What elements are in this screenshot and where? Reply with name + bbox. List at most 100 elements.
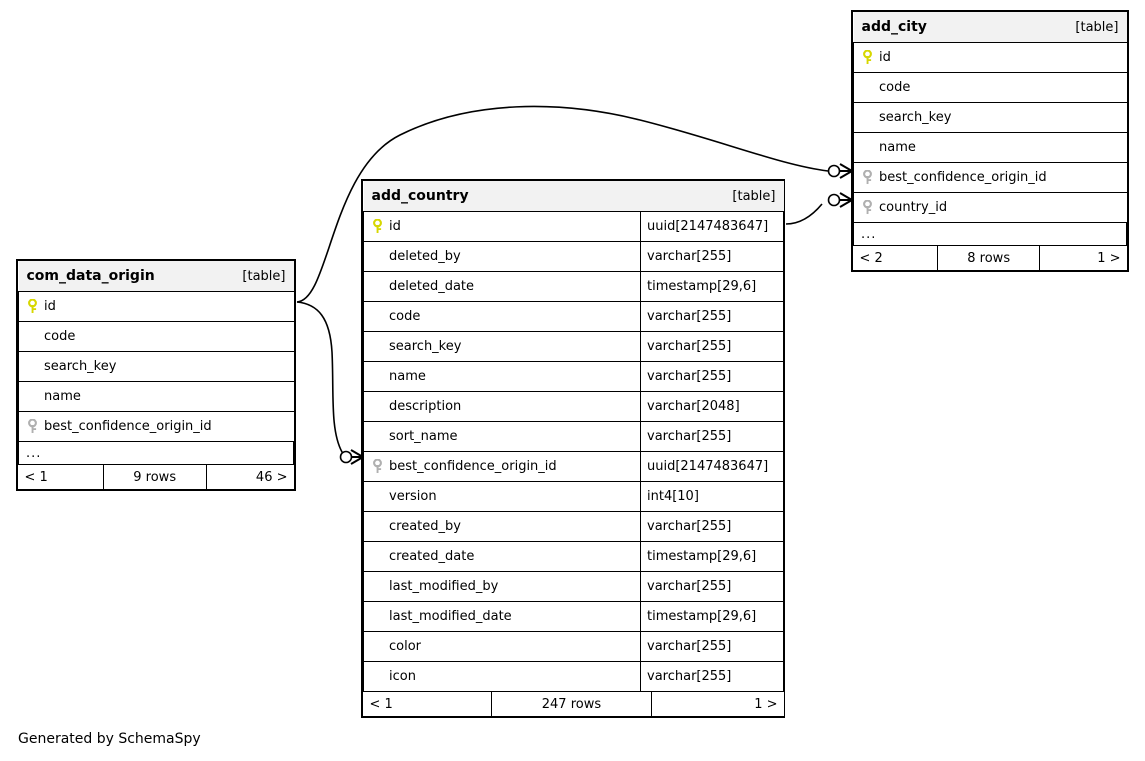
column-name-cell: search_key	[363, 331, 641, 362]
footer-next-page[interactable]: 1 >	[650, 692, 784, 716]
footer-next-page[interactable]: 46 >	[205, 465, 294, 489]
column-name-cell: code	[363, 301, 641, 332]
column-name-label: icon	[389, 669, 416, 684]
table-header-row: com_data_origin [table]	[18, 261, 294, 292]
table-column-row[interactable]: search_key varchar[255]	[363, 331, 784, 362]
table-column-row[interactable]: best_confidence_origin_id	[18, 411, 294, 442]
column-name-label: best_confidence_origin_id	[44, 419, 212, 434]
table-column-row[interactable]: id	[853, 42, 1127, 73]
column-name-label: code	[44, 329, 76, 344]
column-name-cell: code	[853, 72, 1127, 103]
column-name-label: last_modified_date	[389, 609, 512, 624]
column-name-label: search_key	[389, 339, 462, 354]
table-column-row[interactable]: sort_name varchar[255]	[363, 421, 784, 452]
table-header-cell: com_data_origin [table]	[18, 261, 294, 292]
table-column-row[interactable]: best_confidence_origin_id uuid[2147483647…	[363, 451, 784, 482]
table-column-row[interactable]: version int4[10]	[363, 481, 784, 512]
column-type-cell: varchar[255]	[640, 301, 784, 332]
footer-prev-page[interactable]: < 1	[363, 692, 493, 716]
column-name-label: name	[44, 389, 81, 404]
table-column-row[interactable]: id	[18, 291, 294, 322]
column-name-label: sort_name	[389, 429, 458, 444]
column-type-cell: varchar[255]	[640, 661, 784, 692]
table-column-row[interactable]: icon varchar[255]	[363, 661, 784, 692]
table-header-cell: add_country [table]	[363, 181, 784, 212]
foreign-key-icon	[861, 169, 874, 185]
column-type-cell: uuid[2147483647]	[640, 451, 784, 482]
table-column-row[interactable]: country_id	[853, 192, 1127, 223]
no-key-spacer	[371, 429, 384, 444]
no-key-spacer	[371, 339, 384, 354]
footer-row-count: 9 rows	[102, 465, 207, 489]
foreign-key-icon	[26, 418, 39, 434]
column-name-label: version	[389, 489, 437, 504]
no-key-spacer	[26, 329, 39, 344]
primary-key-icon	[371, 218, 384, 234]
column-name-cell: last_modified_date	[363, 601, 641, 632]
no-key-spacer	[26, 359, 39, 374]
column-type-cell: timestamp[29,6]	[640, 541, 784, 572]
column-name-label: name	[389, 369, 426, 384]
column-type-cell: varchar[255]	[640, 421, 784, 452]
column-name-label: id	[44, 299, 56, 314]
no-key-spacer	[371, 309, 384, 324]
column-name-cell: name	[18, 381, 294, 412]
no-key-spacer	[371, 279, 384, 294]
table-column-row[interactable]: last_modified_date timestamp[29,6]	[363, 601, 784, 632]
column-name-label: deleted_date	[389, 279, 475, 294]
column-name-cell: name	[363, 361, 641, 392]
column-name-label: last_modified_by	[389, 579, 499, 594]
column-name-label: color	[389, 639, 422, 654]
no-key-spacer	[371, 639, 384, 654]
table-header-row: add_country [table]	[363, 181, 784, 212]
no-key-spacer	[861, 110, 874, 125]
column-name-cell: best_confidence_origin_id	[363, 451, 641, 482]
footer-next-page[interactable]: 1 >	[1039, 246, 1127, 270]
table-column-row[interactable]: search_key	[18, 351, 294, 382]
column-name-cell: deleted_by	[363, 241, 641, 272]
table-column-row[interactable]: best_confidence_origin_id	[853, 162, 1127, 193]
column-type-cell: varchar[255]	[640, 331, 784, 362]
column-name-cell: best_confidence_origin_id	[18, 411, 294, 442]
column-type-cell: timestamp[29,6]	[640, 601, 784, 632]
table-column-row[interactable]: name	[853, 132, 1127, 163]
column-name-cell: version	[363, 481, 641, 512]
column-name-label: name	[879, 140, 916, 155]
footer-prev-page[interactable]: < 2	[853, 246, 939, 270]
no-key-spacer	[371, 489, 384, 504]
table-column-row[interactable]: search_key	[853, 102, 1127, 133]
table-header-row: add_city [table]	[853, 12, 1127, 43]
column-name-cell: last_modified_by	[363, 571, 641, 602]
foreign-key-icon	[861, 199, 874, 215]
no-key-spacer	[26, 389, 39, 404]
column-name-label: best_confidence_origin_id	[389, 459, 557, 474]
column-type-cell: int4[10]	[640, 481, 784, 512]
table-column-row[interactable]: code	[853, 72, 1127, 103]
column-name-cell: search_key	[853, 102, 1127, 133]
diagram-caption: Generated by SchemaSpy	[18, 731, 201, 747]
footer-prev-page[interactable]: < 1	[18, 465, 104, 489]
table-column-row[interactable]: name	[18, 381, 294, 412]
table-type-tag: [table]	[732, 188, 776, 204]
er-table-com-data-origin[interactable]: com_data_origin [table] id code search_key…	[16, 259, 296, 491]
column-name-cell: sort_name	[363, 421, 641, 452]
table-column-row[interactable]: code	[18, 321, 294, 352]
column-name-cell: deleted_date	[363, 271, 641, 302]
ellipsis-label: ...	[853, 222, 1127, 246]
column-type-cell: uuid[2147483647]	[640, 211, 784, 242]
